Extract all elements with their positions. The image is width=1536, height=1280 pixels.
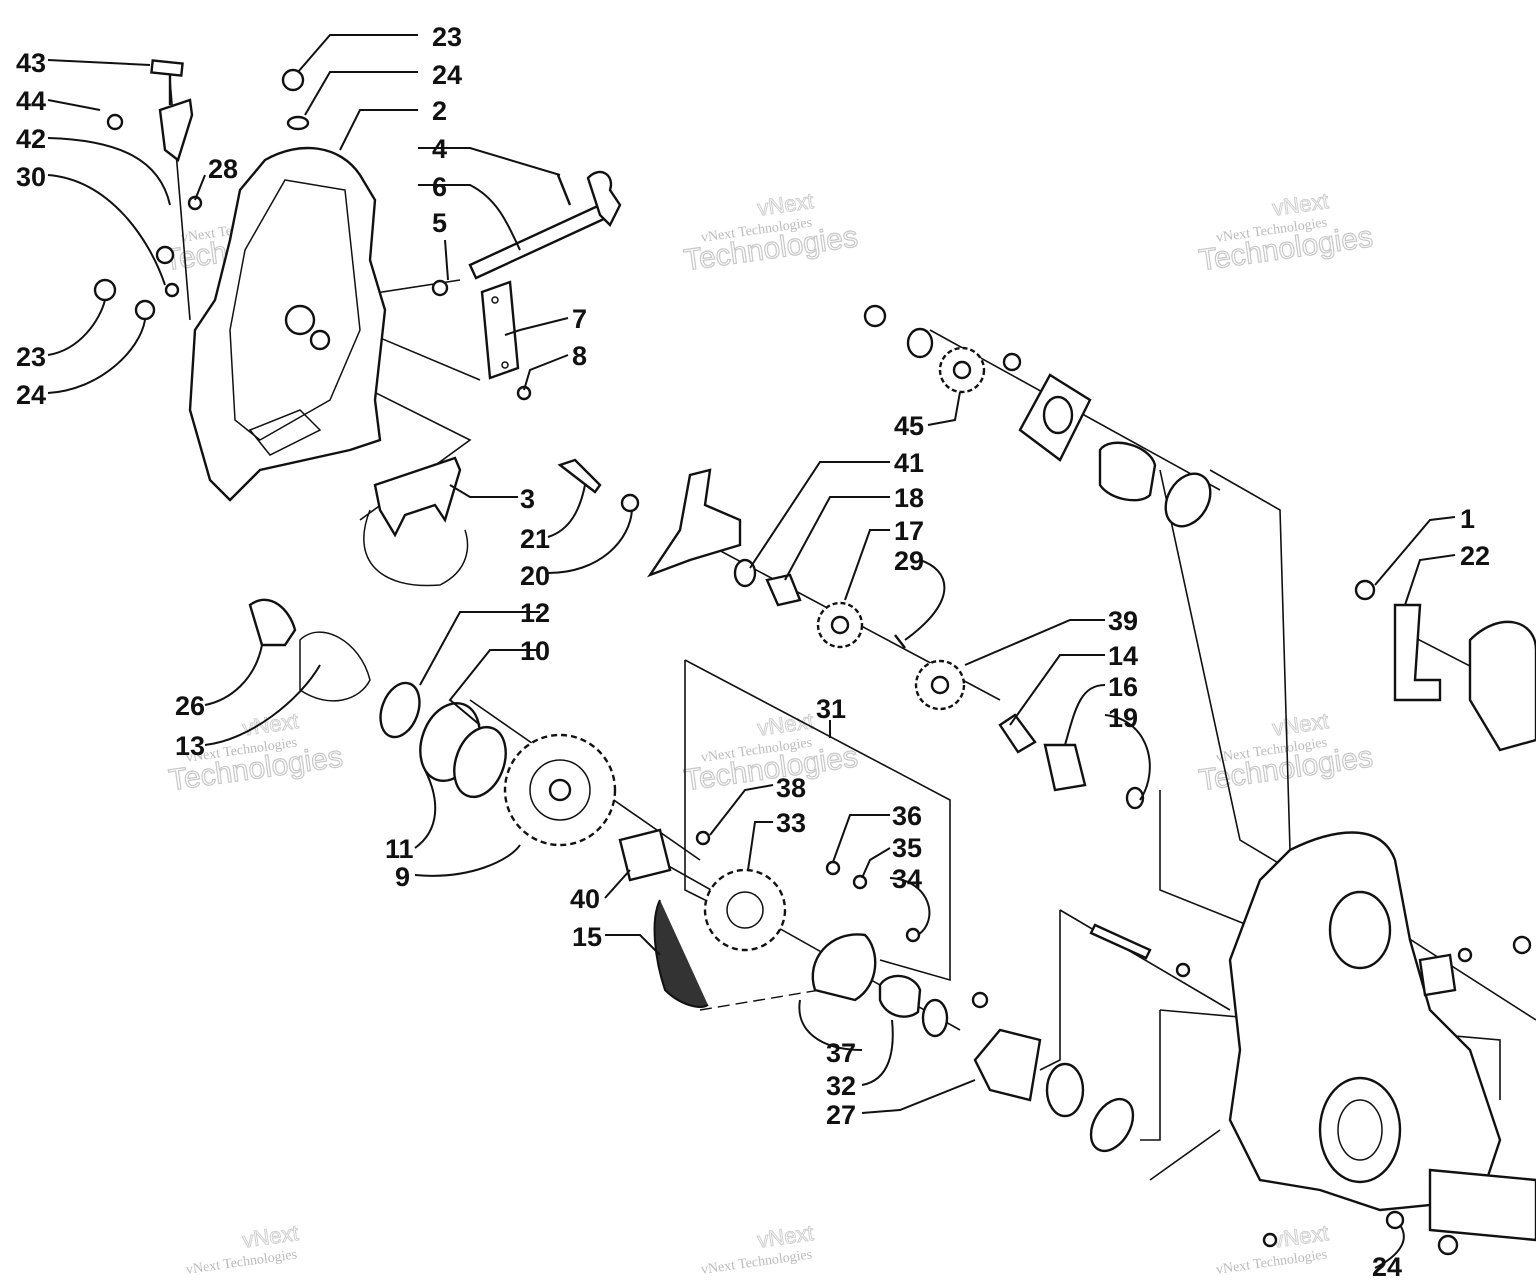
callout-28: 28: [208, 154, 238, 184]
callout-23-top: 23: [432, 22, 462, 52]
callout-7: 7: [572, 304, 587, 334]
callout-44: 44: [16, 86, 46, 116]
svg-text:vNext Technologies: vNext Technologies: [700, 1247, 813, 1277]
watermark: vNext vNext Technologies: [700, 1220, 815, 1278]
callout-2: 2: [432, 96, 447, 126]
callout-5: 5: [432, 208, 447, 238]
callout-41: 41: [894, 448, 924, 478]
callout-10: 10: [520, 636, 550, 666]
callout-1: 1: [1460, 504, 1475, 534]
callout-20: 20: [520, 561, 550, 591]
callout-19: 19: [1108, 703, 1138, 733]
callout-42: 42: [16, 124, 46, 154]
watermark: vNext vNext Technologies: [185, 1220, 300, 1278]
callout-13: 13: [175, 731, 205, 761]
callout-32: 32: [826, 1071, 856, 1101]
drive-sprocket-group: [695, 830, 1135, 1153]
plate-7: [480, 280, 520, 380]
callout-23-left: 23: [16, 342, 46, 372]
chaincase-housing: [1089, 831, 1536, 1256]
callout-14: 14: [1108, 641, 1138, 671]
callout-39: 39: [1108, 606, 1138, 636]
callout-4: 4: [432, 134, 447, 164]
callout-24-top: 24: [432, 60, 462, 90]
callout-31: 31: [816, 694, 846, 724]
sprocket-45-group: [863, 304, 1212, 528]
callout-18: 18: [894, 483, 924, 513]
callout-3: 3: [520, 484, 535, 514]
callout-11: 11: [385, 834, 414, 864]
callout-37: 37: [826, 1038, 856, 1068]
callout-24-bottom: 24: [1372, 1252, 1402, 1280]
watermark: vNext vNext Technologies Technologies: [1196, 188, 1375, 278]
watermark: vNext vNext Technologies Technologies: [1196, 708, 1375, 798]
callout-15: 15: [572, 922, 602, 952]
callout-34: 34: [892, 864, 922, 894]
callout-35: 35: [892, 833, 922, 863]
callout-16: 16: [1108, 672, 1138, 702]
leader-lines: [47, 34, 1456, 1269]
shaft-6: [468, 170, 622, 280]
small-hardware: [93, 59, 532, 401]
driven-sprocket-group: [248, 598, 672, 882]
watermark: vNext vNext Technologies Technologies: [681, 188, 860, 278]
callout-27: 27: [826, 1100, 856, 1130]
callout-26: 26: [175, 691, 205, 721]
callout-9: 9: [395, 862, 410, 892]
callout-36: 36: [892, 801, 922, 831]
callout-45: 45: [894, 411, 924, 441]
callout-21: 21: [520, 524, 550, 554]
chain-15: [653, 899, 709, 1008]
svg-text:vNext Technologies: vNext Technologies: [185, 1247, 298, 1277]
idler-bracket: [363, 456, 469, 587]
callout-22: 22: [1460, 541, 1490, 571]
callout-12: 12: [520, 598, 550, 628]
idler-sprocket-group: [557, 458, 1145, 810]
bracket-22-group: [1354, 579, 1536, 752]
callout-30: 30: [16, 162, 46, 192]
callout-8: 8: [572, 341, 587, 371]
callout-29: 29: [894, 546, 924, 576]
callout-labels: 43 44 42 30 28 23 24 2 4 6 5 7 8 23 24 3…: [16, 22, 1490, 1280]
callout-38: 38: [776, 773, 806, 803]
callout-24-left: 24: [16, 380, 46, 410]
callout-40: 40: [570, 884, 600, 914]
watermark: vNext vNext Technologies: [1215, 1220, 1330, 1278]
callout-33: 33: [776, 808, 806, 838]
chaincase-cover: [188, 146, 387, 502]
svg-text:vNext Technologies: vNext Technologies: [1215, 1247, 1328, 1277]
callout-6: 6: [432, 172, 447, 202]
callout-17: 17: [894, 516, 924, 546]
callout-43: 43: [16, 48, 46, 78]
